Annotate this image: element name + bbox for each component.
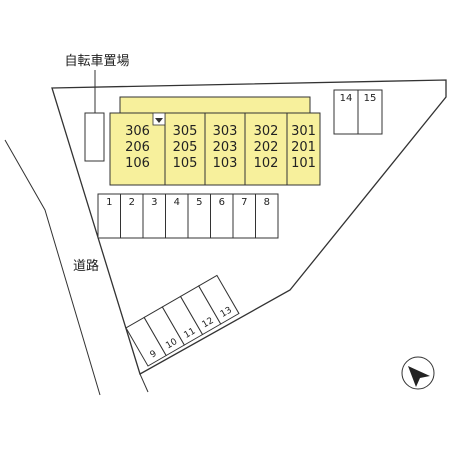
parking-space-number: 2	[129, 197, 135, 208]
property-boundary	[51, 79, 447, 375]
parking-space-number: 6	[219, 197, 225, 208]
parking-space-number: 7	[241, 197, 247, 208]
road-edge-left	[4, 139, 101, 396]
parking-space-number: 4	[174, 197, 180, 208]
unit-number: 303	[213, 124, 238, 139]
parking-space-number: 14	[340, 93, 353, 104]
north-arrow-icon	[401, 356, 435, 390]
unit-number: 206	[125, 140, 150, 155]
parking-space-number: 1	[106, 197, 112, 208]
parking-space-number: 11	[183, 326, 198, 340]
parking-row-top: 14 15	[333, 89, 383, 135]
unit-number: 306	[125, 124, 150, 139]
unit-number: 305	[173, 124, 198, 139]
bicycle-parking-area	[84, 112, 105, 162]
road-label: 道路	[73, 258, 99, 274]
parking-space	[255, 193, 279, 239]
parking-space-number: 9	[149, 349, 159, 361]
unit-number: 106	[125, 156, 150, 171]
parking-space-number: 3	[151, 197, 157, 208]
stair-icon	[152, 112, 166, 126]
unit-number: 301	[291, 124, 316, 139]
unit-number: 101	[291, 156, 316, 171]
parking-space	[198, 274, 240, 325]
parking-space-number: 5	[196, 197, 202, 208]
parking-space	[357, 89, 383, 135]
bicycle-parking-label: 自転車置場	[64, 54, 129, 69]
parking-space-number: 12	[201, 316, 216, 330]
parking-space-number: 13	[219, 305, 234, 319]
boundary-extension	[139, 373, 149, 393]
unit-number: 302	[254, 124, 279, 139]
parking-space-number: 8	[264, 197, 270, 208]
parking-space-number: 15	[364, 93, 377, 104]
unit-number: 103	[213, 156, 238, 171]
parking-row-main: 1 2 3 4 5 6 7 8	[97, 193, 279, 239]
unit-number: 205	[173, 140, 198, 155]
unit-number: 203	[213, 140, 238, 155]
unit-number: 105	[173, 156, 198, 171]
unit-number: 202	[254, 140, 279, 155]
parking-space	[333, 89, 359, 135]
unit-number: 102	[254, 156, 279, 171]
building-body	[109, 112, 321, 186]
unit-number: 201	[291, 140, 316, 155]
